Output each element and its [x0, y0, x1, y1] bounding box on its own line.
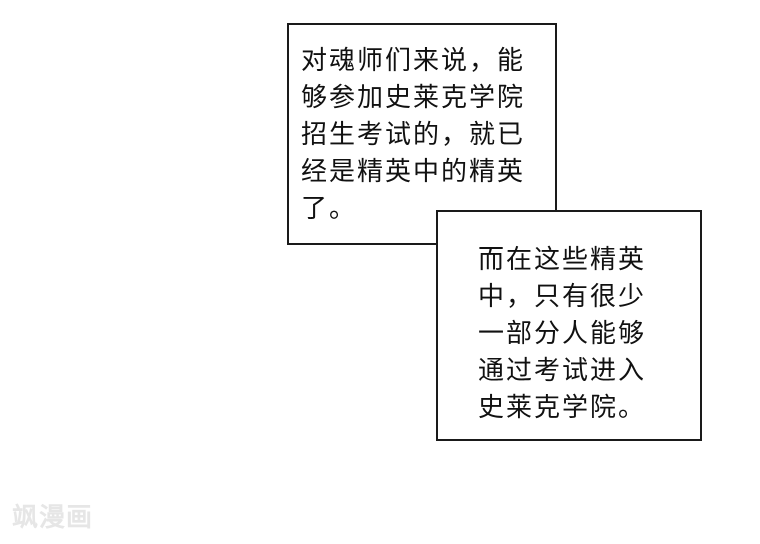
caption-1-line-1: 对魂师们来说，能	[301, 46, 526, 76]
caption-1-line-4: 经是精英中的精英	[301, 157, 526, 187]
caption-2-line-1: 而在这些精英	[478, 245, 647, 275]
caption-1-line-3: 招生考试的，就已	[301, 120, 526, 150]
caption-2-line-5: 史莱克学院。	[478, 393, 647, 423]
caption-box-1: 对魂师们来说，能 够参加史莱克学院 招生考试的，就已 经是精英中的精英 了。	[287, 23, 557, 245]
caption-2-line-2: 中，只有很少	[478, 282, 647, 312]
caption-box-2: 而在这些精英 中，只有很少 一部分人能够 通过考试进入 史莱克学院。	[436, 210, 702, 441]
caption-2-line-3: 一部分人能够	[478, 319, 647, 349]
watermark-logo: 飒漫画	[12, 503, 94, 533]
caption-1-line-2: 够参加史莱克学院	[301, 83, 526, 113]
caption-2-line-4: 通过考试进入	[478, 356, 647, 386]
caption-1-line-5: 了。	[301, 194, 358, 224]
